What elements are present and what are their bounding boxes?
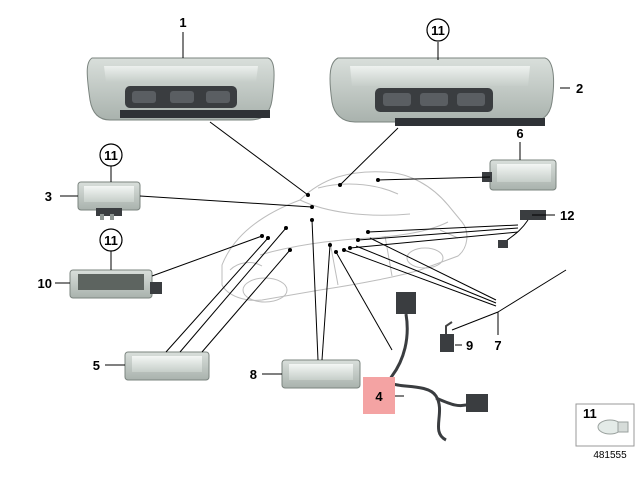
part-1-roof-function-center	[86, 57, 275, 121]
part-4-wiring-harness	[388, 292, 488, 442]
connection-dots	[260, 178, 380, 254]
part-6-interior-light	[482, 159, 557, 191]
leader-lines	[55, 32, 570, 397]
callout-8: 8	[250, 367, 257, 382]
callout-11-inset: 11	[583, 406, 597, 421]
part-10-interior-light	[69, 269, 162, 299]
diagram-reference-number: 481555	[593, 450, 627, 461]
highlight-box-part-4	[363, 377, 395, 414]
callout-6: 6	[516, 126, 523, 141]
callout-11-left-a: 11	[104, 148, 118, 163]
callout-1: 1	[179, 15, 186, 30]
callout-12: 12	[560, 208, 574, 223]
callout-9: 9	[466, 338, 473, 353]
part-3-interior-light	[77, 181, 141, 220]
part-2-rear-roof-function-center	[329, 57, 555, 126]
callout-10: 10	[38, 276, 52, 291]
part-8-footwell-light	[281, 359, 361, 389]
callout-11-left-b: 11	[104, 233, 118, 248]
ring-11-top	[426, 18, 450, 42]
part-9-plug	[440, 321, 454, 352]
callout-2: 2	[576, 81, 583, 96]
callout-4: 4	[375, 389, 383, 404]
part-5-footwell-light	[124, 351, 210, 381]
ring-11-left-a	[99, 143, 123, 167]
callout-3: 3	[45, 189, 52, 204]
vehicle-outline	[221, 171, 468, 303]
callout-7: 7	[494, 338, 501, 353]
bulb-inset	[575, 403, 635, 447]
callout-5: 5	[93, 358, 100, 373]
ring-11-left-b	[99, 228, 123, 252]
callout-11-top: 11	[431, 23, 445, 38]
